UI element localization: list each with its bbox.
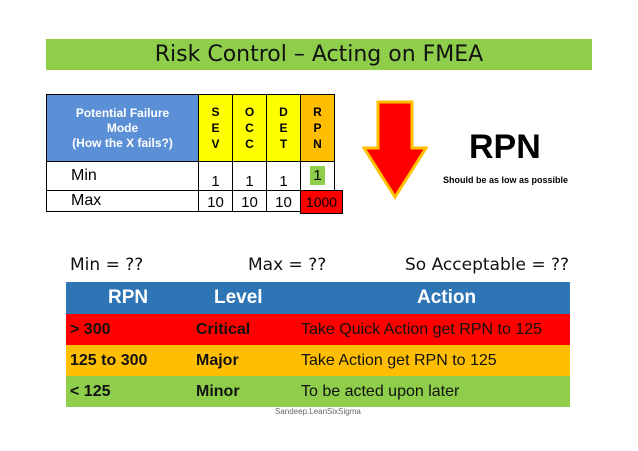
row-label-max: Max — [46, 190, 199, 212]
min-sev-value: 1 — [198, 161, 233, 191]
det-header: D E T — [266, 94, 301, 162]
max-det-value: 10 — [266, 190, 301, 212]
fmea-header-row: Potential Failure Mode (How the X fails?… — [46, 94, 335, 162]
min-det-value: 1 — [266, 161, 301, 191]
major-action: Take Action get RPN to 125 — [301, 351, 497, 369]
minor-level: Minor — [196, 382, 240, 400]
row-label-min: Min — [46, 161, 199, 191]
down-arrow-icon — [362, 100, 428, 200]
fmea-table: Potential Failure Mode (How the X fails?… — [46, 94, 343, 214]
rpn-action-table: RPN Level Action > 300 Critical Take Qui… — [66, 282, 570, 407]
action-table-header: RPN Level Action — [66, 282, 570, 314]
slide-title: Risk Control – Acting on FMEA — [46, 39, 592, 70]
action-row-major: 125 to 300 Major Take Action get RPN to … — [66, 345, 570, 376]
rpn-header: R P N — [300, 94, 335, 162]
fmea-row-max: Max 10 10 10 1000 — [46, 190, 343, 214]
rpn-note: Should be as low as possible — [443, 175, 569, 185]
action-row-minor: < 125 Minor To be acted upon later — [66, 376, 570, 407]
critical-level: Critical — [196, 320, 251, 338]
major-rpn: 125 to 300 — [70, 351, 148, 369]
critical-rpn: > 300 — [70, 320, 111, 338]
occ-header: O C C — [232, 94, 267, 162]
max-occ-value: 10 — [232, 190, 267, 212]
question-max: Max = ?? — [248, 255, 327, 275]
minor-rpn: < 125 — [70, 382, 111, 400]
critical-action: Take Quick Action get RPN to 125 — [301, 320, 543, 338]
major-level: Major — [196, 351, 239, 369]
min-rpn-value: 1 — [310, 166, 325, 185]
minor-action: To be acted upon later — [301, 382, 460, 400]
sev-header: S E V — [198, 94, 233, 162]
header-action: Action — [417, 287, 477, 308]
fmea-row-min: Min 1 1 1 1 — [46, 161, 335, 191]
min-rpn-cell: 1 — [300, 161, 335, 191]
rpn-heading: RPN — [469, 128, 541, 166]
max-rpn-cell: 1000 — [300, 190, 343, 214]
header-rpn: RPN — [108, 287, 149, 308]
max-rpn-value: 1000 — [300, 190, 343, 214]
header-level: Level — [214, 287, 263, 308]
question-min: Min = ?? — [70, 255, 144, 275]
slide-title-text: Risk Control – Acting on FMEA — [154, 42, 484, 67]
failure-mode-header-line-1: Potential Failure — [75, 105, 170, 120]
max-sev-value: 10 — [198, 190, 233, 212]
min-occ-value: 1 — [232, 161, 267, 191]
action-row-critical: > 300 Critical Take Quick Action get RPN… — [66, 314, 570, 345]
failure-mode-header: Potential Failure Mode (How the X fails?… — [46, 94, 199, 162]
question-acceptable: So Acceptable = ?? — [405, 255, 570, 275]
footer-credit: Sandeep.LeanSixSigma — [275, 407, 361, 416]
failure-mode-header-line-2: Mode — [106, 120, 139, 135]
failure-mode-header-line-3: (How the X fails?) — [72, 135, 173, 150]
